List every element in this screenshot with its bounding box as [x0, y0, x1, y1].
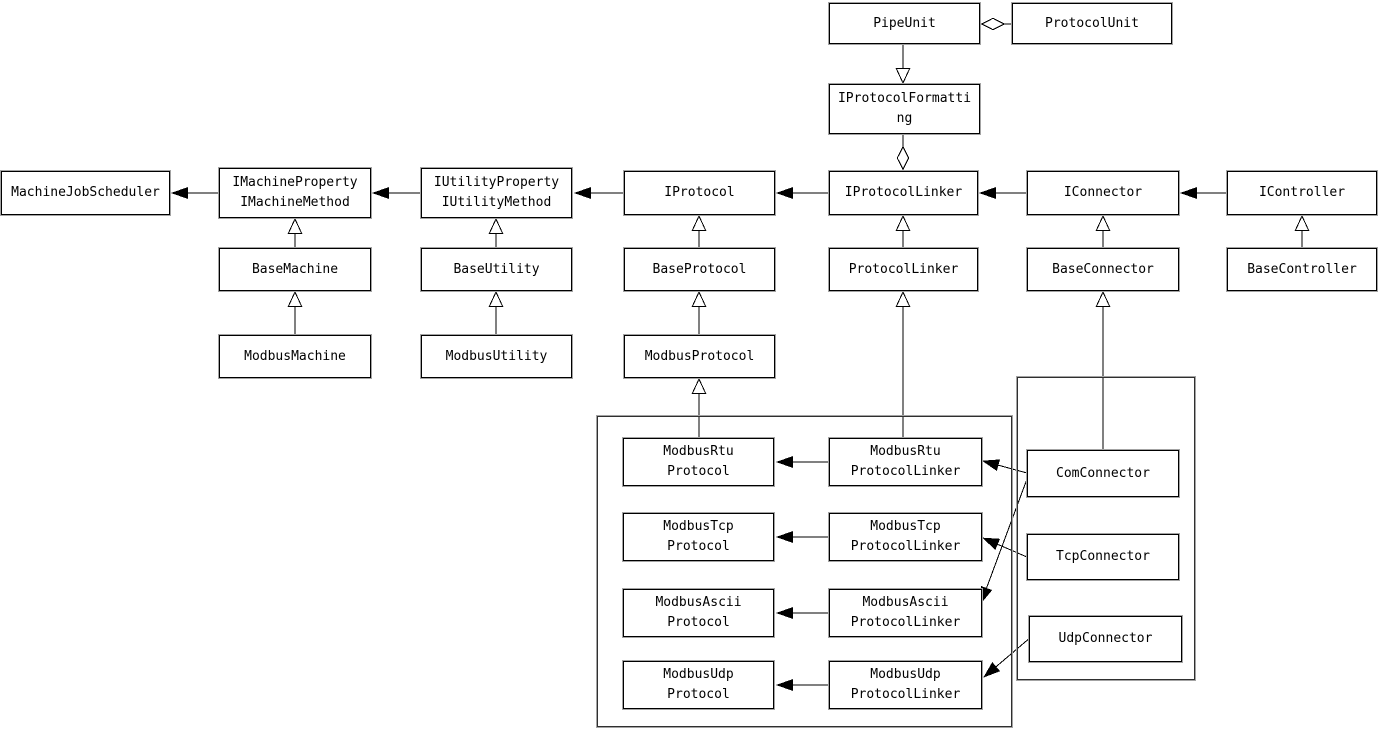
class-label-modbus-ascii-protocol: ModbusAscii Protocol	[655, 595, 742, 630]
class-label-base-protocol: BaseProtocol	[652, 261, 747, 277]
class-box-modbus-udp-protocol: ModbusUdp Protocol	[622, 660, 775, 710]
class-label-iutility-property: IUtilityProperty IUtilityMethod	[433, 175, 560, 210]
class-box-modbus-ascii-protocol-linker: ModbusAscii ProtocolLinker	[828, 588, 983, 638]
class-label-protocol-linker: ProtocolLinker	[848, 261, 959, 277]
class-label-modbus-protocol: ModbusProtocol	[644, 348, 755, 364]
class-label-base-connector: BaseConnector	[1052, 261, 1154, 277]
class-box-iutility-property: IUtilityProperty IUtilityMethod	[420, 167, 573, 219]
edge-association-udp-connector-to-modbus-udp-protocol-linker	[983, 636, 1032, 678]
class-label-iprotocol-formatting: IProtocolFormatti ng	[837, 91, 972, 126]
class-label-modbus-rtu-protocol-linker: ModbusRtu ProtocolLinker	[850, 444, 961, 479]
class-label-modbus-rtu-protocol: ModbusRtu Protocol	[663, 444, 734, 479]
class-box-base-machine: BaseMachine	[218, 247, 372, 292]
edge-association-com-connector-to-modbus-rtu-protocol-linker	[982, 459, 1028, 474]
class-label-modbus-udp-protocol-linker: ModbusUdp ProtocolLinker	[850, 667, 961, 702]
class-box-icontroller: IController	[1226, 170, 1378, 216]
class-label-tcp-connector: TcpConnector	[1056, 549, 1150, 564]
class-label-iconnector: IConnector	[1063, 185, 1143, 200]
class-label-imachine-property: IMachineProperty IMachineMethod	[232, 175, 358, 210]
class-label-modbus-tcp-protocol: ModbusTcp Protocol	[663, 519, 734, 554]
class-box-modbus-udp-protocol-linker: ModbusUdp ProtocolLinker	[828, 660, 983, 710]
class-box-modbus-rtu-protocol-linker: ModbusRtu ProtocolLinker	[828, 437, 983, 487]
class-label-iprotocol-linker: IProtocolLinker	[844, 185, 963, 200]
class-box-base-connector: BaseConnector	[1026, 247, 1180, 292]
class-box-iconnector: IConnector	[1026, 170, 1180, 216]
class-label-base-machine: BaseMachine	[251, 261, 339, 277]
class-box-modbus-machine: ModbusMachine	[218, 334, 372, 379]
class-box-base-controller: BaseController	[1226, 247, 1378, 292]
class-label-modbus-machine: ModbusMachine	[244, 348, 346, 364]
class-label-pipe-unit: PipeUnit	[873, 15, 936, 31]
class-label-protocol-unit: ProtocolUnit	[1045, 15, 1139, 31]
class-label-modbus-tcp-protocol-linker: ModbusTcp ProtocolLinker	[850, 519, 961, 554]
class-box-base-protocol: BaseProtocol	[623, 247, 776, 292]
class-box-tcp-connector: TcpConnector	[1026, 533, 1180, 581]
edge-association-com-connector-to-modbus-ascii-protocol-linker	[980, 478, 1028, 604]
class-box-modbus-protocol: ModbusProtocol	[623, 334, 776, 379]
class-box-pipe-unit: PipeUnit	[828, 2, 981, 45]
class-box-udp-connector: UdpConnector	[1028, 615, 1183, 663]
class-label-base-controller: BaseController	[1247, 261, 1357, 277]
edge-association-tcp-connector-to-modbus-tcp-protocol-linker	[982, 537, 1028, 558]
class-label-com-connector: ComConnector	[1056, 465, 1150, 481]
class-box-modbus-utility: ModbusUtility	[420, 334, 573, 379]
class-box-protocol-linker: ProtocolLinker	[828, 247, 979, 292]
connector-group-box	[1016, 376, 1196, 681]
class-box-modbus-ascii-protocol: ModbusAscii Protocol	[622, 588, 775, 638]
class-label-base-utility: BaseUtility	[453, 261, 540, 277]
class-label-modbus-ascii-protocol-linker: ModbusAscii ProtocolLinker	[850, 595, 961, 630]
class-box-iprotocol-linker: IProtocolLinker	[828, 170, 979, 216]
class-box-iprotocol-formatting: IProtocolFormatti ng	[828, 83, 981, 135]
class-box-com-connector: ComConnector	[1026, 449, 1180, 498]
class-box-machine-job-scheduler: MachineJobScheduler	[0, 170, 171, 216]
class-box-iprotocol: IProtocol	[623, 170, 776, 216]
class-label-iprotocol: IProtocol	[664, 185, 735, 200]
class-label-machine-job-scheduler: MachineJobScheduler	[11, 185, 160, 200]
class-box-protocol-unit: ProtocolUnit	[1011, 2, 1173, 45]
class-label-icontroller: IController	[1258, 185, 1346, 200]
class-label-modbus-udp-protocol: ModbusUdp Protocol	[663, 667, 734, 702]
class-box-modbus-tcp-protocol-linker: ModbusTcp ProtocolLinker	[828, 512, 983, 562]
class-box-modbus-rtu-protocol: ModbusRtu Protocol	[622, 437, 775, 487]
class-label-modbus-utility: ModbusUtility	[445, 348, 548, 364]
class-box-modbus-tcp-protocol: ModbusTcp Protocol	[622, 512, 775, 562]
class-box-imachine-property: IMachineProperty IMachineMethod	[218, 167, 372, 219]
modbus-protocol-group-box	[596, 415, 1013, 728]
class-box-base-utility: BaseUtility	[420, 247, 573, 292]
class-label-udp-connector: UdpConnector	[1058, 631, 1153, 646]
